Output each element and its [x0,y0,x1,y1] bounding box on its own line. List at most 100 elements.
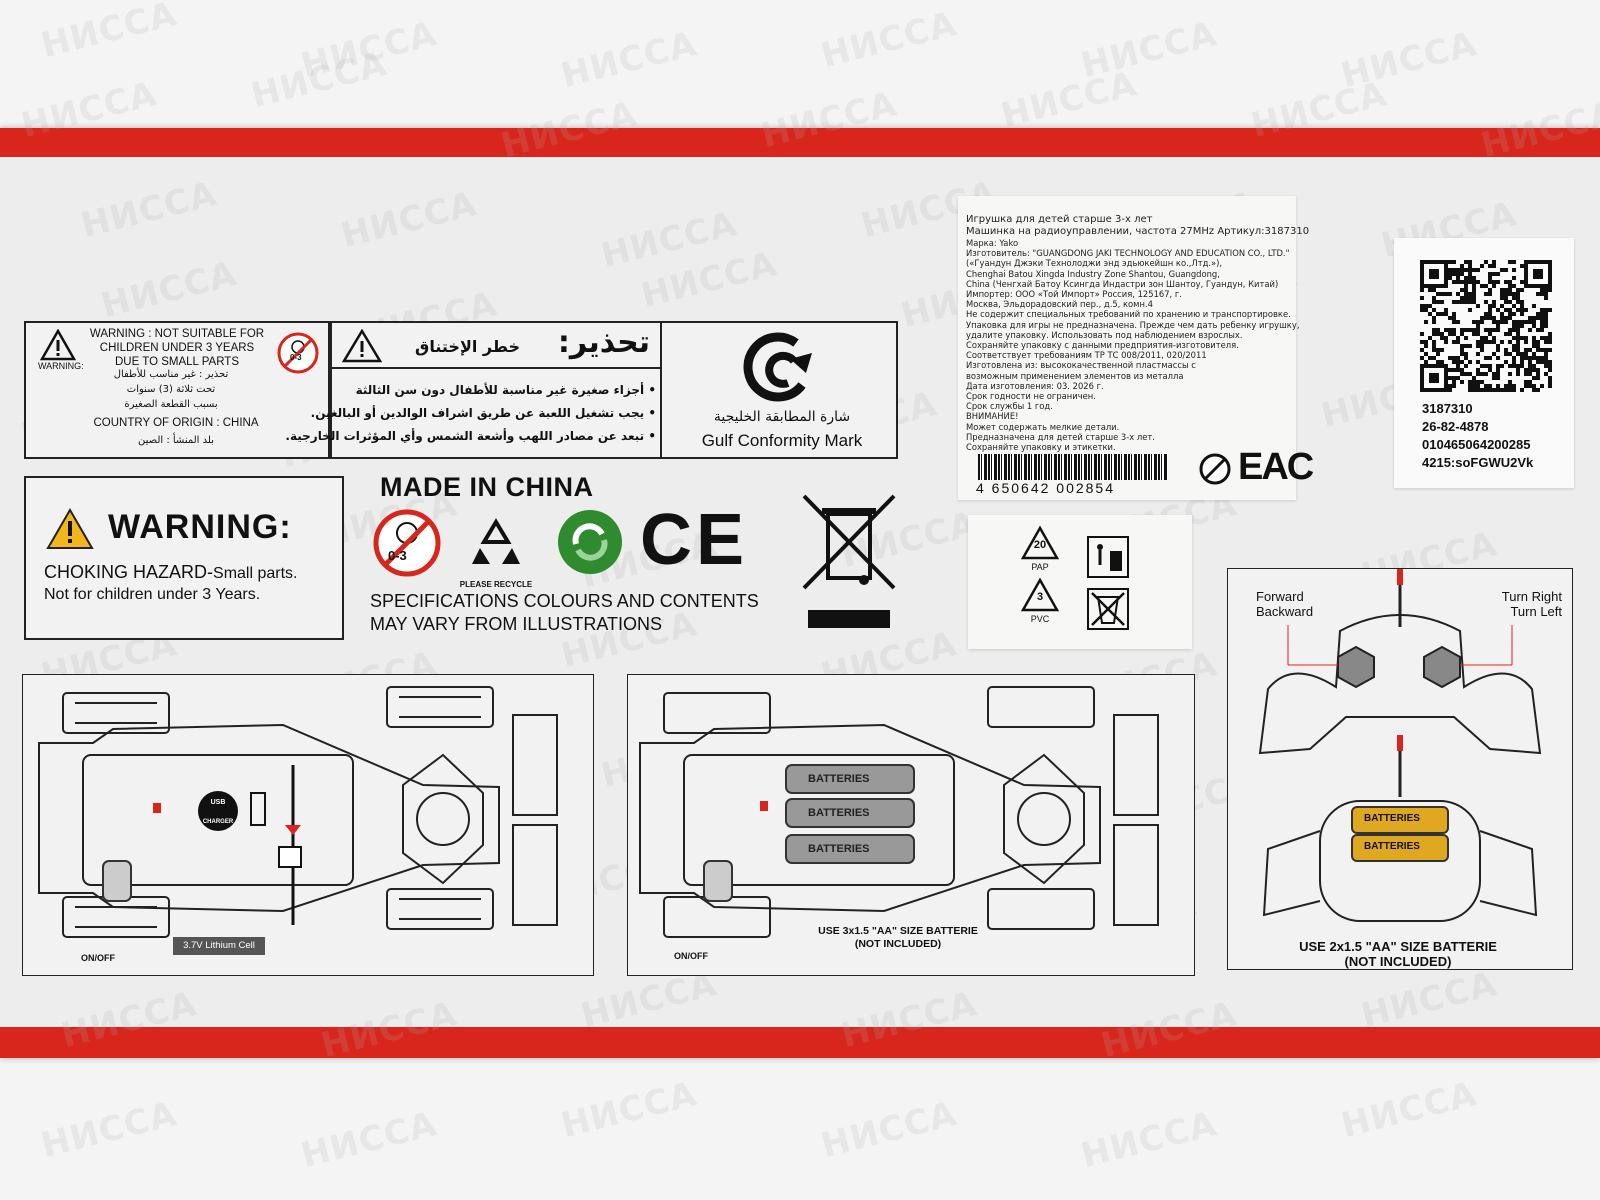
watermark-text: НИССА [37,1093,181,1167]
eac-mark: EAC [1238,446,1314,488]
ru-label-line: Chenghai Batou Xingda Industry Zone Shan… [966,268,1220,279]
arabic-bullet: • أجزاء صغيرة غير مناسبة للأطفال دون سن … [355,383,656,397]
watermark-text: НИССА [247,43,391,117]
warning-triangle-icon [342,329,382,363]
age-badge: 0-3 [290,353,302,362]
pvc-number: 3 [1036,591,1044,603]
barcode-number: 4 650642 002854 [976,480,1115,496]
ru-label-line: Изготовлена из: высококачественной пласт… [966,360,1196,371]
diagram-remote: Forward Backward Turn Right Turn Left BA… [1227,568,1573,970]
country-of-origin: COUNTRY OF ORIGIN : CHINA [93,417,259,429]
ru-label-line: Может содержать мелкие детали. [966,421,1120,432]
onoff-label: ON/OFF [81,953,115,963]
recycle-icon [472,518,520,564]
ru-label-line: («Гуандун Джэки Технолоджи энд эдьюкейшн… [966,258,1223,269]
please-recycle-text: PLEASE RECYCLE [459,580,533,589]
battery-label: BATTERIES [1364,813,1420,824]
watermark-text: НИССА [817,1093,961,1167]
ru-label-line: Изготовитель: "GUANGDONG JAKI TECHNOLOGY… [966,248,1290,259]
battery-label: BATTERIES [808,807,870,819]
pvc-text: PVC [1030,614,1050,624]
ce-mark: CE [640,500,749,580]
watermark-text: НИССА [297,1103,441,1177]
ru-label-line: Предназначена для детей старше 3-х лет. [966,431,1155,442]
made-in-china: MADE IN CHINA [380,472,594,502]
battery-label: BATTERIES [808,843,870,855]
age-0-3-icon [277,332,319,374]
ru-label-line: Сохраняйте упаковку с данными предприяти… [966,340,1239,351]
ru-label-line: Машинка на радиоуправлении, частота 27MH… [966,226,1310,237]
forward-label: Forward [1256,589,1304,604]
remote-battery-instruction: USE 2x1.5 "AA" SIZE BATTERIE(NOT INCLUDE… [1299,939,1497,969]
ru-label-line: Дата изготовления: 03. 2026 г. [966,380,1104,391]
arabic-warning-subtitle: خطر الإختناق [415,337,520,356]
ru-label-line: ВНИМАНИЕ! [966,411,1019,422]
warning-big-line1: CHOKING HAZARD-Small parts. [44,562,298,582]
watermark-text: НИССА [1337,1073,1481,1147]
warning-big-line2: Not for children under 3 Years. [44,586,261,603]
warning-icon-label: WARNING: [38,361,84,371]
warning-triangle-icon [46,508,94,549]
recycle-triangle-icon [1020,577,1060,612]
gulf-mark-en: Gulf Conformity Mark [701,431,863,450]
watermark-text: НИССА [1077,13,1221,87]
age-badge: 0-3 [388,548,407,563]
ru-label-line: Срок годности не ограничен. [966,391,1096,402]
turn-right-label: Turn Right [1501,589,1562,604]
battery-label: BATTERIES [1364,841,1420,852]
ru-label-line: удалите упаковку. Использовать под наблю… [966,329,1243,340]
diagram-battery-car: BATTERIES BATTERIES BATTERIES ON/OFF USE… [627,674,1195,976]
watermark-text: НИССА [297,13,441,87]
watermark-text: НИССА [1337,23,1481,97]
car-battery-diagram [639,686,1159,938]
battery-label: BATTERIES [808,773,870,785]
arabic-warning-box: تحذير: خطر الإختناق • أجزاء صغيرة غير من… [285,321,898,459]
gulf-conformity-logo-icon [743,332,812,402]
usb-label: USB [210,799,226,806]
battery-instruction: USE 3x1.5 "AA" SIZE BATTERIE(NOT INCLUDE… [818,925,978,950]
ru-label-line: Игрушка для детей старше 3-х лет [966,214,1153,225]
age-0-3-icon [1199,453,1231,485]
age-0-3-icon [373,509,441,577]
car-underside-diagram [38,686,558,938]
warning-big-title: WARNING: [108,508,292,546]
pap-number: 20 [1033,539,1047,551]
ru-label-line: Импортер: ООО «Той Импорт» Россия, 12516… [966,289,1182,300]
watermark-text: НИССА [557,1073,701,1147]
warning-big-box: WARNING: CHOKING HAZARD-Small parts. Not… [24,476,344,640]
ru-label-line: Срок службы 1 год. [966,401,1053,412]
recycle-marks-label: 20 PAP 3 PVC [968,515,1192,649]
gulf-mark-ar: شارة المطابقة الخليجية [713,409,851,425]
arabic-warning-bullets: • أجزاء صغيرة غير مناسبة للأطفال دون سن … [285,379,656,448]
ru-label-line: возможным применением элементов из метал… [966,370,1184,381]
lithium-cell-label: 3.7V Lithium Cell [173,937,265,955]
watermark-text: НИССА [817,3,961,77]
arabic-bullet: • تبعد عن مصادر اللهب وأشعة الشمس وأي ال… [285,429,656,443]
watermark-text: НИССА [557,23,701,97]
ru-label-line: Упаковка для игры не предназначена. Преж… [966,319,1300,330]
turn-left-label: Turn Left [1510,604,1562,619]
diagram-charging: USB CHARGER ON/OFF 3.7V Lithium Cell [22,674,594,976]
remote-controller-diagram [1258,569,1542,922]
backward-label: Backward [1256,604,1314,619]
qr-code [1420,260,1552,392]
ru-label-line: Сохраняйте упаковку и этикетки. [966,442,1116,453]
watermark-text: НИССА [1077,1103,1221,1177]
arabic-bullet: • يجب تشغيل اللعبة عن طريق اشراف الوالدي… [310,406,656,420]
barcode [978,454,1168,480]
ru-label-line: Москва, Эльдорадовский пер., д.5, комн.4 [966,299,1153,310]
watermark-text: НИССА [37,0,181,67]
green-dot-icon [558,510,622,574]
tidyman-bin-icon [1087,536,1129,578]
watermark-text: НИССА [997,63,1141,137]
onoff-label: ON/OFF [674,951,708,961]
not-food-safe-icon [1087,588,1129,630]
